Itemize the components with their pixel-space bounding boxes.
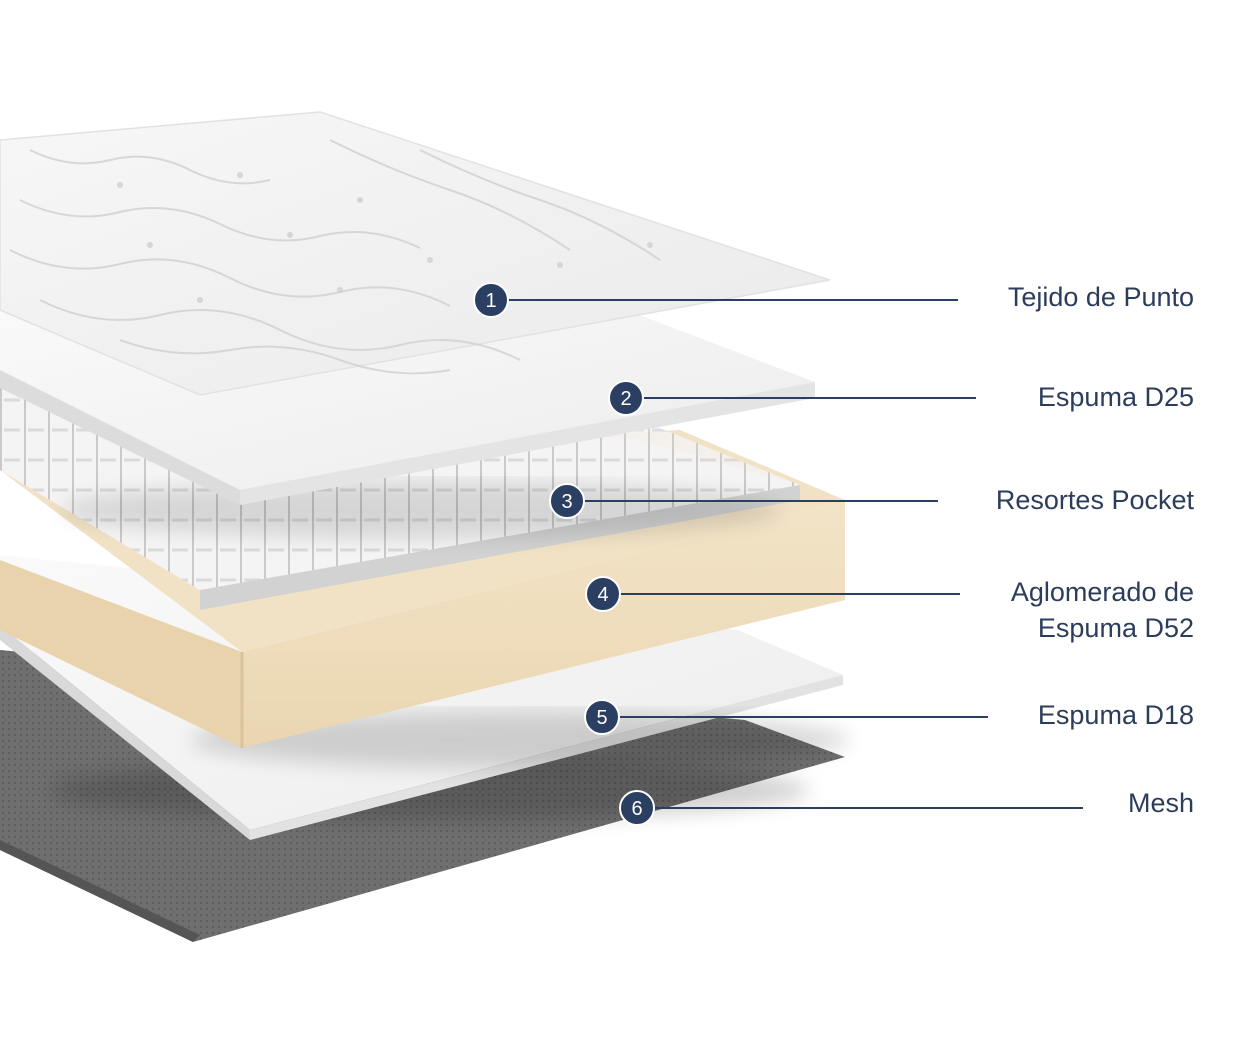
badge-number: 3: [561, 491, 572, 513]
callout-6: 6: [619, 790, 1083, 826]
number-badge: [585, 576, 621, 612]
callout-3: 3: [549, 483, 938, 519]
number-badge: [584, 699, 620, 735]
label-aglomerado-line-1: Aglomerado de: [1010, 577, 1194, 607]
badge-number: 5: [596, 707, 607, 729]
badge-number: 2: [620, 388, 631, 410]
callout-4: 4: [585, 576, 960, 612]
badge-number: 4: [597, 584, 608, 606]
label-espuma-d25: Espuma D25: [1037, 382, 1194, 412]
number-badge: [473, 282, 509, 318]
knit-fabric-layer: [0, 111, 831, 396]
label-resortes-pocket: Resortes Pocket: [995, 485, 1194, 515]
badge-number: 1: [485, 290, 496, 312]
number-badge: [619, 790, 655, 826]
label-tejido-de-punto: Tejido de Punto: [1007, 282, 1194, 312]
badge-number: 6: [631, 798, 642, 820]
number-badge: [549, 483, 585, 519]
number-badge: [608, 380, 644, 416]
callout-2: 2: [608, 380, 976, 416]
label-mesh: Mesh: [1127, 788, 1194, 818]
callout-1: 1: [473, 282, 958, 318]
label-aglomerado-line-2: Espuma D52: [1037, 613, 1194, 643]
callout-5: 5: [584, 699, 988, 735]
label-espuma-d18: Espuma D18: [1037, 700, 1194, 730]
